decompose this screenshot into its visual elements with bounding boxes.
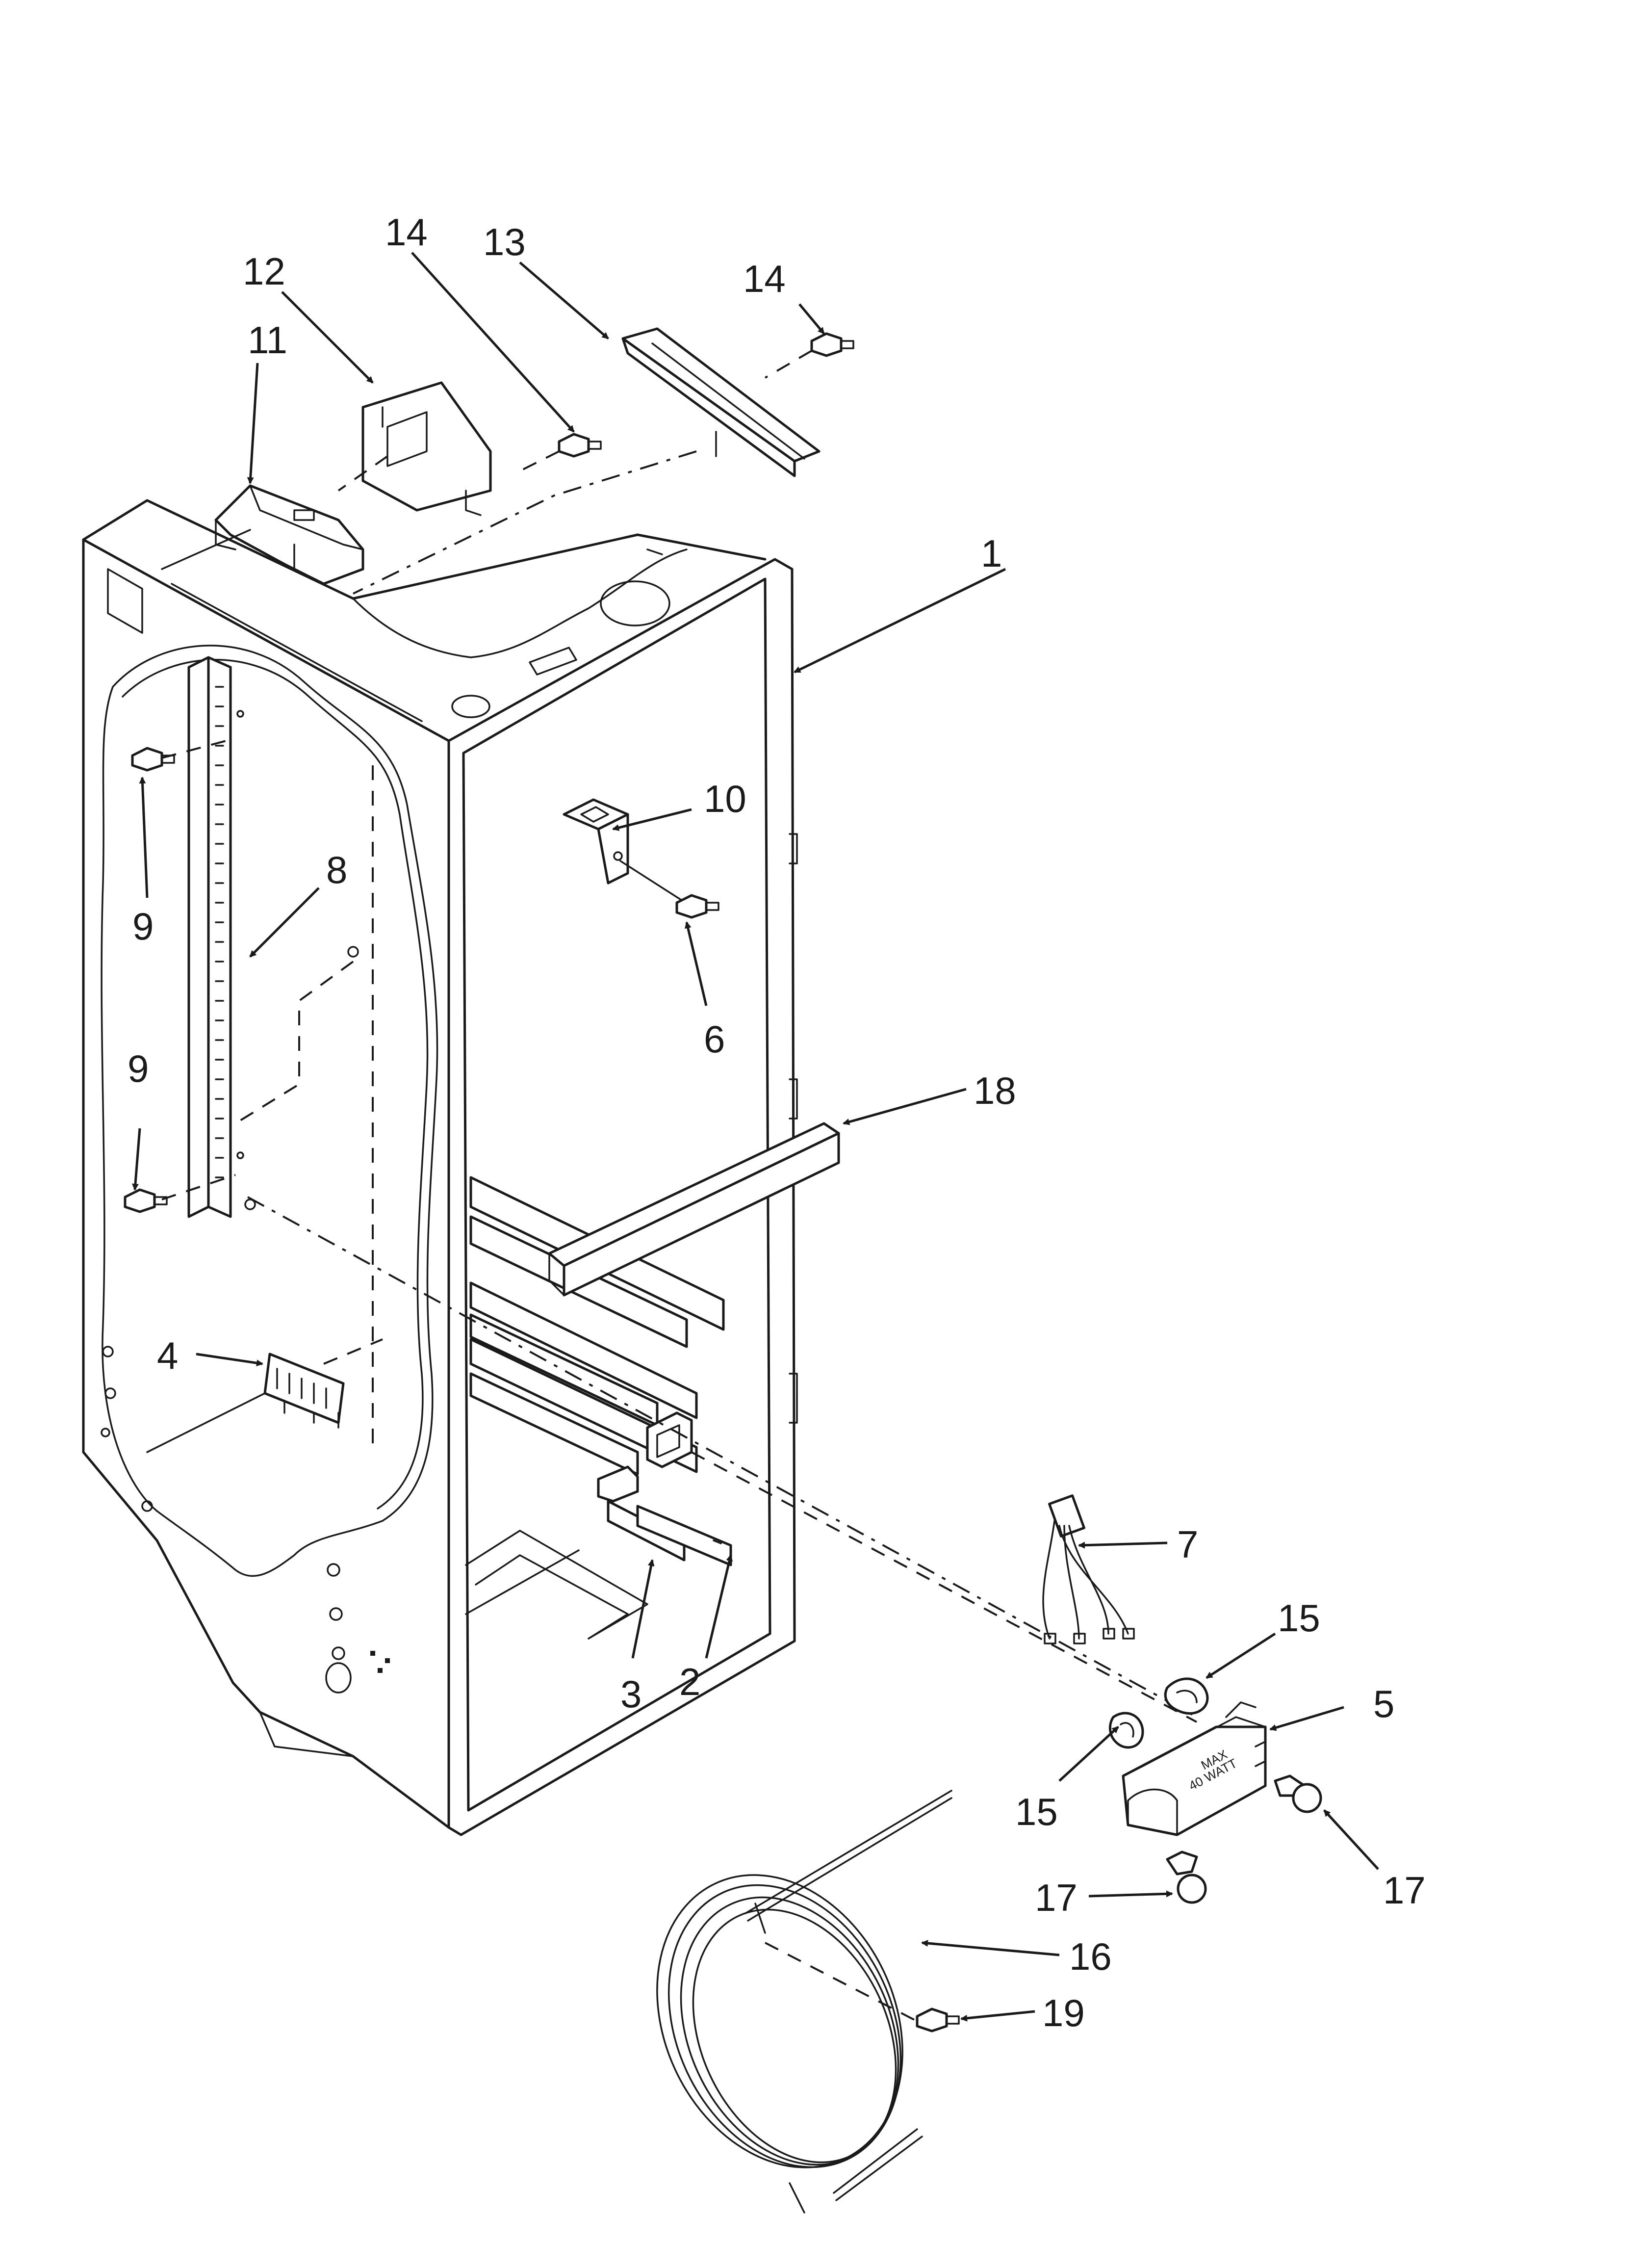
callout-14-left: 14 [385,210,428,254]
screw-9-upper [131,747,175,772]
callout-numbers: 1 2 3 4 5 6 7 8 9 9 10 11 12 13 14 14 15… [128,210,1426,2034]
clip-15-lower [1108,1712,1144,1749]
callout-9-lower: 9 [128,1047,149,1090]
clip-15-upper [1164,1677,1209,1715]
callout-5: 5 [1373,1682,1394,1725]
callout-9-upper: 9 [132,905,154,948]
bracket-2 [636,1505,732,1566]
callout-11: 11 [248,318,287,362]
callout-15-lower: 15 [1015,1790,1058,1833]
callout-15-upper: 15 [1278,1596,1320,1640]
callout-16: 16 [1069,1935,1112,1978]
callout-17-lower: 17 [1035,1876,1078,1919]
screw-9-lower [124,1188,168,1213]
callout-13: 13 [483,220,526,263]
lamp-housing-5: MAX 40 WATT [1122,1701,1267,1836]
vent-grille [263,1353,345,1429]
callout-3: 3 [620,1672,641,1716]
callout-10: 10 [704,777,746,820]
bulb-17-right [1274,1774,1322,1813]
callout-4: 4 [157,1334,178,1377]
callout-19: 19 [1042,1991,1085,2034]
tubing-coil-16 [656,1790,952,2214]
callout-12: 12 [243,250,285,293]
callout-7: 7 [1177,1523,1198,1566]
screw-19 [916,2007,960,2033]
screw-14-left [558,433,602,458]
light-shield-13 [621,327,821,477]
callout-17-right: 17 [1383,1869,1426,1912]
screw-6 [675,894,719,919]
leader-arrows [131,252,1379,2022]
wire-harness-7 [1042,1494,1135,1644]
bulb-17-lower [1166,1851,1207,1904]
callout-14-right: 14 [743,257,786,300]
callout-6: 6 [704,1017,725,1061]
callout-18: 18 [974,1069,1016,1112]
switch-bracket-12 [361,381,492,516]
shelf-crossbar [548,1122,840,1297]
vertical-shelf-rail [187,656,359,1218]
bracket-10 [563,798,629,885]
callout-1: 1 [981,532,1002,575]
callout-2: 2 [679,1660,700,1703]
callout-8: 8 [326,848,347,891]
refrigerator-liner [82,499,798,1836]
screw-14-right [810,332,854,357]
